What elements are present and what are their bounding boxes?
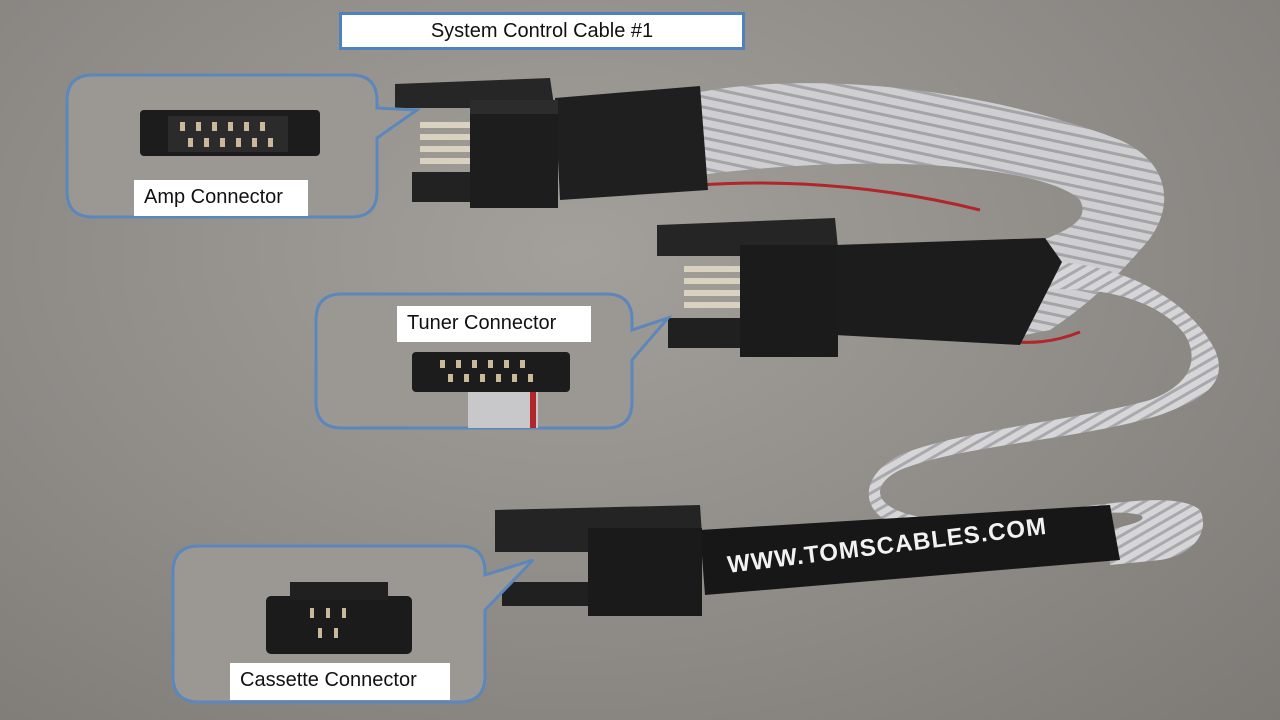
page-title: System Control Cable #1: [339, 12, 745, 50]
amp-connector-body: [395, 78, 558, 208]
tuner-connector-label: Tuner Connector: [397, 306, 591, 342]
amp-connector-label: Amp Connector: [134, 180, 308, 216]
ribbon-cable-lower: [868, 261, 1219, 565]
cassette-connector-label: Cassette Connector: [230, 663, 450, 700]
tuner-connector-body: [657, 218, 838, 357]
cassette-connector-body: [495, 505, 702, 616]
heat-shrink-sleeves: [555, 86, 1120, 595]
